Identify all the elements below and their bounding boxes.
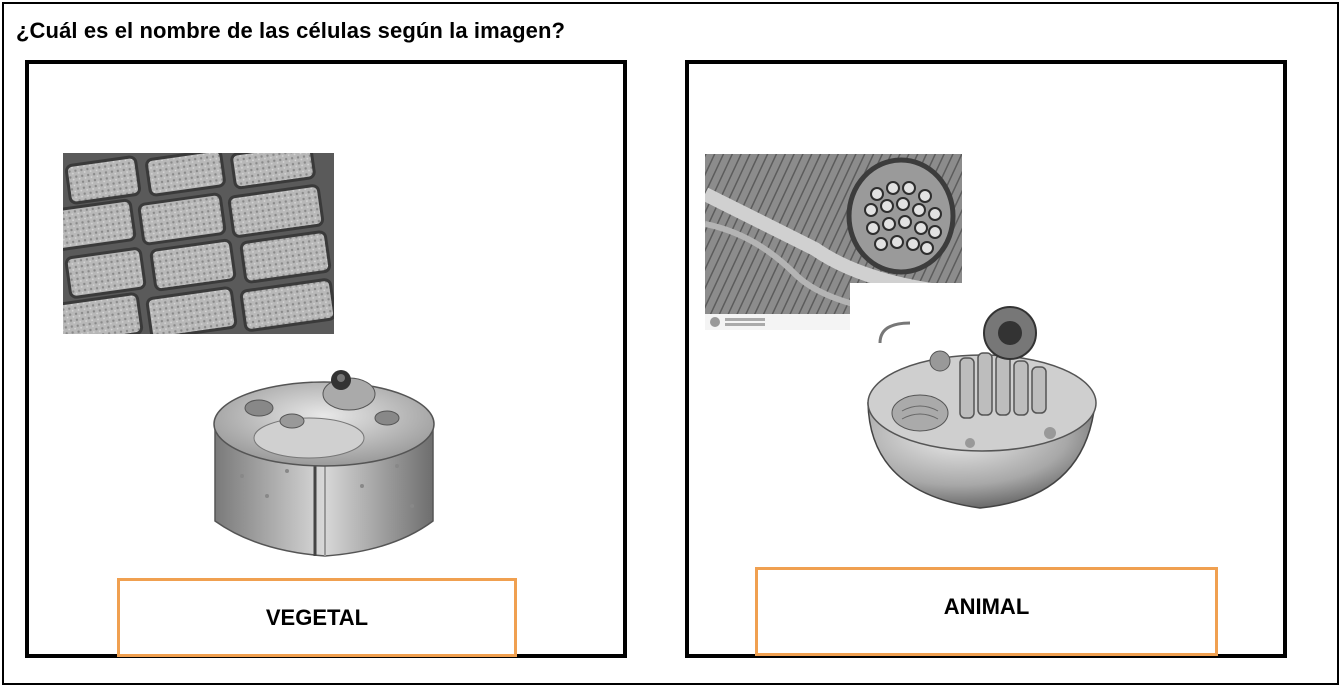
question-text: ¿Cuál es el nombre de las células según … xyxy=(16,18,565,44)
answer-box-animal[interactable]: ANIMAL xyxy=(755,567,1218,656)
plant-cell-illustration-image xyxy=(197,346,453,569)
animal-cell-illustration-image xyxy=(850,283,1118,536)
answer-box-vegetal[interactable]: VEGETAL xyxy=(117,578,517,657)
plant-tissue-micrograph-image xyxy=(63,153,334,334)
answer-label-animal: ANIMAL xyxy=(944,594,1030,620)
answer-label-vegetal: VEGETAL xyxy=(266,605,368,631)
